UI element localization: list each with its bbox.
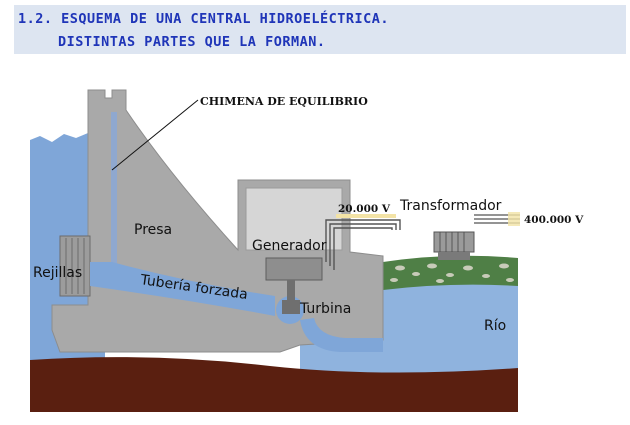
label-voltaje-generador: 20.000 V [338, 203, 391, 215]
power-cables [325, 219, 401, 270]
river-bank [383, 255, 518, 290]
label-rio: Río [484, 318, 506, 334]
label-chimenea: CHIMENA DE EQUILIBRIO [200, 95, 368, 108]
generator-shaft [287, 280, 295, 302]
ground [30, 357, 518, 412]
bank-stones [390, 263, 514, 283]
output-highlight [508, 212, 520, 226]
label-generador: Generador [252, 238, 327, 254]
chimney-pointer [111, 99, 199, 171]
header-title-line1: 1.2. ESQUEMA DE UNA CENTRAL HIDROELÉCTRI… [18, 11, 389, 27]
penstock [90, 262, 275, 316]
label-voltaje-salida: 400.000 V [524, 214, 584, 226]
draft-tube [300, 318, 383, 352]
label-presa: Presa [134, 222, 172, 238]
label-turbina: Turbina [299, 301, 351, 317]
turbine-runner [282, 300, 300, 314]
generator-machine [265, 257, 323, 281]
label-transformador: Transformador [399, 198, 502, 214]
section-header: 1.2. ESQUEMA DE UNA CENTRAL HIDROELÉCTRI… [14, 5, 626, 54]
cable-highlight [336, 214, 396, 218]
header-title-line2: DISTINTAS PARTES QUE LA FORMAN. [58, 34, 326, 50]
label-rejillas: Rejillas [33, 265, 82, 281]
transformer [433, 231, 475, 260]
surge-chimney-shaft [111, 112, 117, 277]
